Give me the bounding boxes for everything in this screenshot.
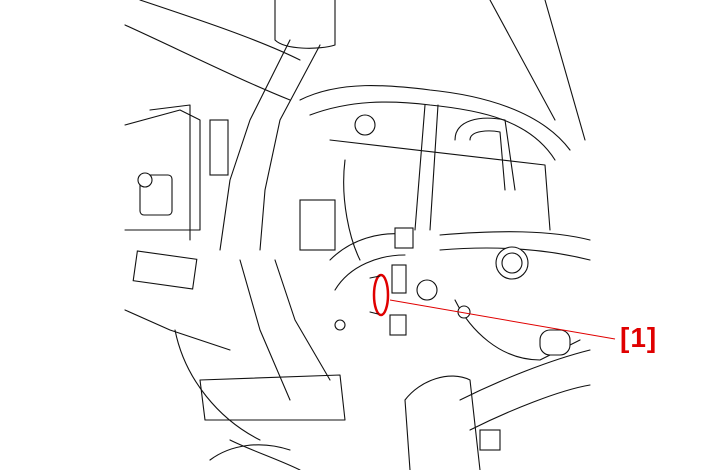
fasteners — [132, 114, 571, 451]
highlighted-part-1 — [369, 273, 616, 340]
callout-leader-line — [389, 299, 616, 340]
callout-label: [1] — [620, 322, 658, 353]
engine-block-outline — [124, 0, 586, 470]
